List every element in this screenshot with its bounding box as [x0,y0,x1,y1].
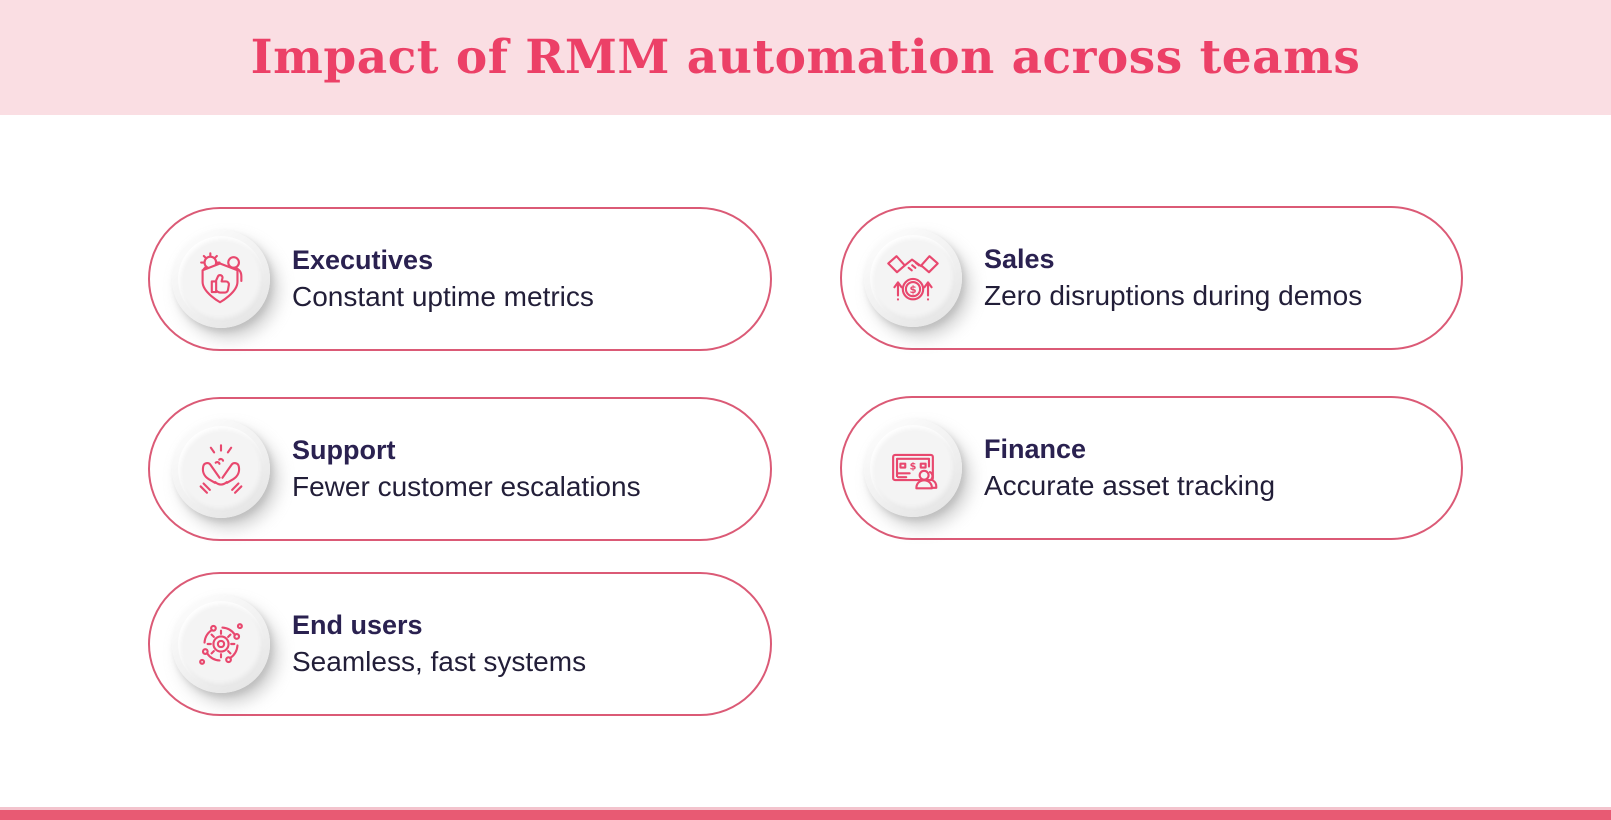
card-end-users: End users Seamless, fast systems [148,572,772,716]
card-title: Sales [984,244,1055,274]
card-support: Support Fewer customer escalations [148,397,772,541]
card-title: Support [292,435,396,465]
sales-badge: $ [864,229,962,327]
finance-badge: $ [864,419,962,517]
card-sales: $ Sales Zero disruptions during demos [840,206,1463,350]
card-description: Fewer customer escalations [292,471,641,502]
fist-bump-icon [199,444,243,494]
card-finance: $ Finance Accurate asset tracking [840,396,1463,540]
svg-text:$: $ [909,285,916,296]
header-band: Impact of RMM automation across teams [0,0,1611,115]
card-description: Constant uptime metrics [292,281,594,312]
support-badge [172,420,270,518]
end-users-badge [172,595,270,693]
card-description: Accurate asset tracking [984,470,1276,501]
footer-accent-bar [0,810,1611,820]
shield-approval-icon [200,252,243,304]
gear-network-icon [199,623,243,665]
footer-accent-line [0,807,1611,810]
card-executives: Executives Constant uptime metrics [148,207,772,351]
handshake-growth-icon: $ [887,255,939,301]
executives-badge [172,230,270,328]
card-description: Seamless, fast systems [292,646,587,677]
invoice-person-icon: $ [892,453,938,490]
page-title: Impact of RMM automation across teams [250,30,1361,85]
card-title: Finance [984,434,1087,464]
card-title: End users [292,610,423,640]
card-title: Executives [292,245,434,275]
card-description: Zero disruptions during demos [984,280,1363,311]
svg-text:$: $ [910,461,917,472]
